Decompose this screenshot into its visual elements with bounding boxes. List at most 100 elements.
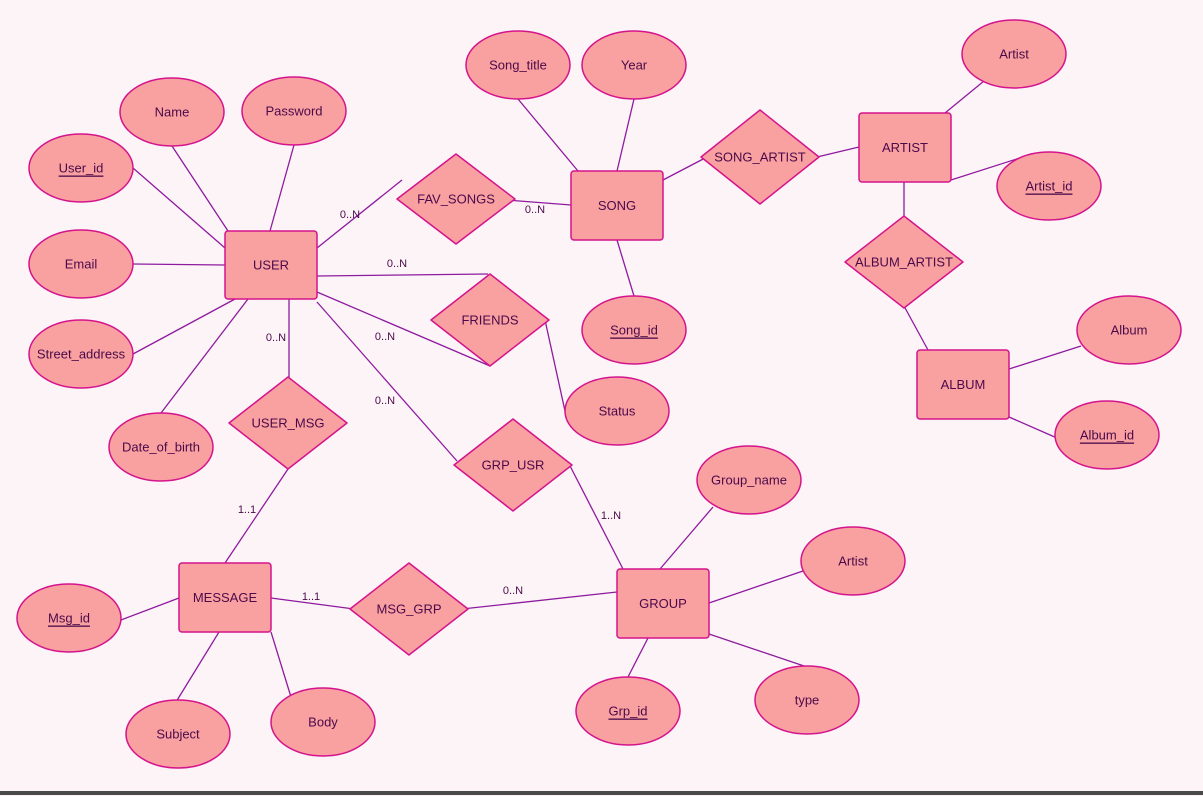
- relationship-label: USER_MSG: [252, 416, 325, 431]
- attribute-ellipse: [754, 665, 860, 735]
- connector-line: [708, 570, 804, 604]
- attribute-street-address[interactable]: Street_address: [28, 319, 134, 389]
- attribute-label: Name: [155, 105, 190, 120]
- relationship-msg-grp[interactable]: MSG_GRP: [349, 562, 469, 656]
- attribute-song-id[interactable]: Song_id: [581, 295, 687, 365]
- attribute-ellipse: [125, 699, 231, 769]
- attribute-label: Artist: [999, 47, 1029, 62]
- connector-line: [544, 319, 566, 412]
- attribute-date-of-birth[interactable]: Date_of_birth: [108, 412, 214, 482]
- entity-box: [178, 562, 272, 633]
- attribute-album[interactable]: Album: [1076, 295, 1182, 365]
- attribute-ellipse: [696, 445, 802, 515]
- attribute-ellipse: [575, 676, 681, 746]
- attribute-ellipse: [270, 687, 376, 757]
- entity-user[interactable]: USER: [224, 230, 318, 300]
- relationship-label: MSG_GRP: [376, 602, 441, 617]
- attribute-ellipse: [16, 583, 122, 653]
- relationship-album-artist[interactable]: ALBUM_ARTIST: [844, 215, 964, 309]
- attribute-label: Subject: [156, 727, 200, 742]
- cardinality-label: 0..N: [525, 204, 545, 216]
- entity-box: [570, 170, 664, 241]
- attribute-label: Grp_id: [608, 704, 647, 719]
- entity-album[interactable]: ALBUM: [916, 349, 1010, 420]
- attribute-group-type[interactable]: type: [754, 665, 860, 735]
- attribute-ellipse: [581, 295, 687, 365]
- attribute-email[interactable]: Email: [28, 229, 134, 299]
- cardinality-label: 0..N: [266, 332, 286, 344]
- entity-label: GROUP: [639, 596, 687, 611]
- attribute-ellipse: [241, 76, 347, 146]
- attribute-artist-name[interactable]: Artist: [961, 19, 1067, 89]
- attribute-name[interactable]: Name: [119, 77, 225, 147]
- connector-line: [708, 633, 808, 668]
- attribute-group-name[interactable]: Group_name: [696, 445, 802, 515]
- relationship-label: FRIENDS: [461, 313, 518, 328]
- attribute-label: Password: [265, 104, 322, 119]
- cardinality-label: 0..N: [375, 395, 395, 407]
- connector-line: [659, 506, 714, 570]
- connector-line: [1008, 416, 1058, 439]
- attribute-ellipse: [1054, 400, 1160, 470]
- attribute-label: User_id: [59, 161, 104, 176]
- entity-song[interactable]: SONG: [570, 170, 664, 241]
- relationship-diamond: [430, 273, 550, 367]
- attribute-label: Artist: [838, 554, 868, 569]
- connector-line: [517, 98, 579, 172]
- attribute-msg-id[interactable]: Msg_id: [16, 583, 122, 653]
- entity-label: MESSAGE: [193, 590, 258, 605]
- entity-box: [224, 230, 318, 300]
- connector-line: [627, 637, 649, 678]
- relationship-fav-songs[interactable]: FAV_SONGS: [396, 153, 516, 245]
- cardinality-label: 1..1: [238, 504, 256, 516]
- connector-line: [171, 145, 229, 232]
- entity-artist[interactable]: ARTIST: [858, 112, 952, 183]
- cardinality-label: 1..N: [601, 510, 621, 522]
- relationship-diamond: [700, 109, 820, 205]
- attribute-label: Email: [65, 257, 98, 272]
- connector-line: [616, 239, 635, 297]
- attribute-status[interactable]: Status: [564, 376, 670, 446]
- attribute-label: Song_title: [489, 58, 547, 73]
- relationship-grp-usr[interactable]: GRP_USR: [453, 418, 573, 512]
- entity-message[interactable]: MESSAGE: [178, 562, 272, 633]
- relationship-label: SONG_ARTIST: [714, 150, 806, 165]
- relationship-diamond: [453, 418, 573, 512]
- connector-line: [316, 301, 458, 462]
- attribute-label: Song_id: [610, 323, 658, 338]
- relationship-diamond: [844, 215, 964, 309]
- attribute-password[interactable]: Password: [241, 76, 347, 146]
- relationship-friends[interactable]: FRIENDS: [430, 273, 550, 367]
- relationship-song-artist[interactable]: SONG_ARTIST: [700, 109, 820, 205]
- attribute-label: Group_name: [711, 473, 787, 488]
- attribute-label: Date_of_birth: [122, 440, 200, 455]
- attribute-album-id[interactable]: Album_id: [1054, 400, 1160, 470]
- attribute-artist-id[interactable]: Artist_id: [996, 151, 1102, 221]
- attribute-year[interactable]: Year: [581, 30, 687, 100]
- attribute-ellipse: [108, 412, 214, 482]
- attribute-user-id[interactable]: User_id: [28, 133, 134, 203]
- attribute-ellipse: [28, 133, 134, 203]
- relationship-label: ALBUM_ARTIST: [855, 255, 953, 270]
- relationship-diamond: [396, 153, 516, 245]
- bottom-border: [0, 791, 1203, 795]
- attribute-ellipse: [581, 30, 687, 100]
- attribute-body[interactable]: Body: [270, 687, 376, 757]
- connector-line: [1008, 345, 1082, 370]
- connector-line: [270, 597, 355, 610]
- connector-line: [120, 597, 180, 621]
- connector-line: [132, 298, 236, 355]
- attribute-grp-id[interactable]: Grp_id: [575, 676, 681, 746]
- entity-label: USER: [253, 258, 289, 273]
- connector-line: [950, 155, 1027, 181]
- relationship-diamond: [228, 376, 348, 470]
- attribute-group-artist[interactable]: Artist: [800, 526, 906, 596]
- attribute-song-title[interactable]: Song_title: [465, 30, 571, 100]
- relationship-user-msg[interactable]: USER_MSG: [228, 376, 348, 470]
- attribute-subject[interactable]: Subject: [125, 699, 231, 769]
- connector-line: [316, 273, 489, 277]
- connector-line: [816, 146, 860, 158]
- entity-group[interactable]: GROUP: [616, 568, 710, 639]
